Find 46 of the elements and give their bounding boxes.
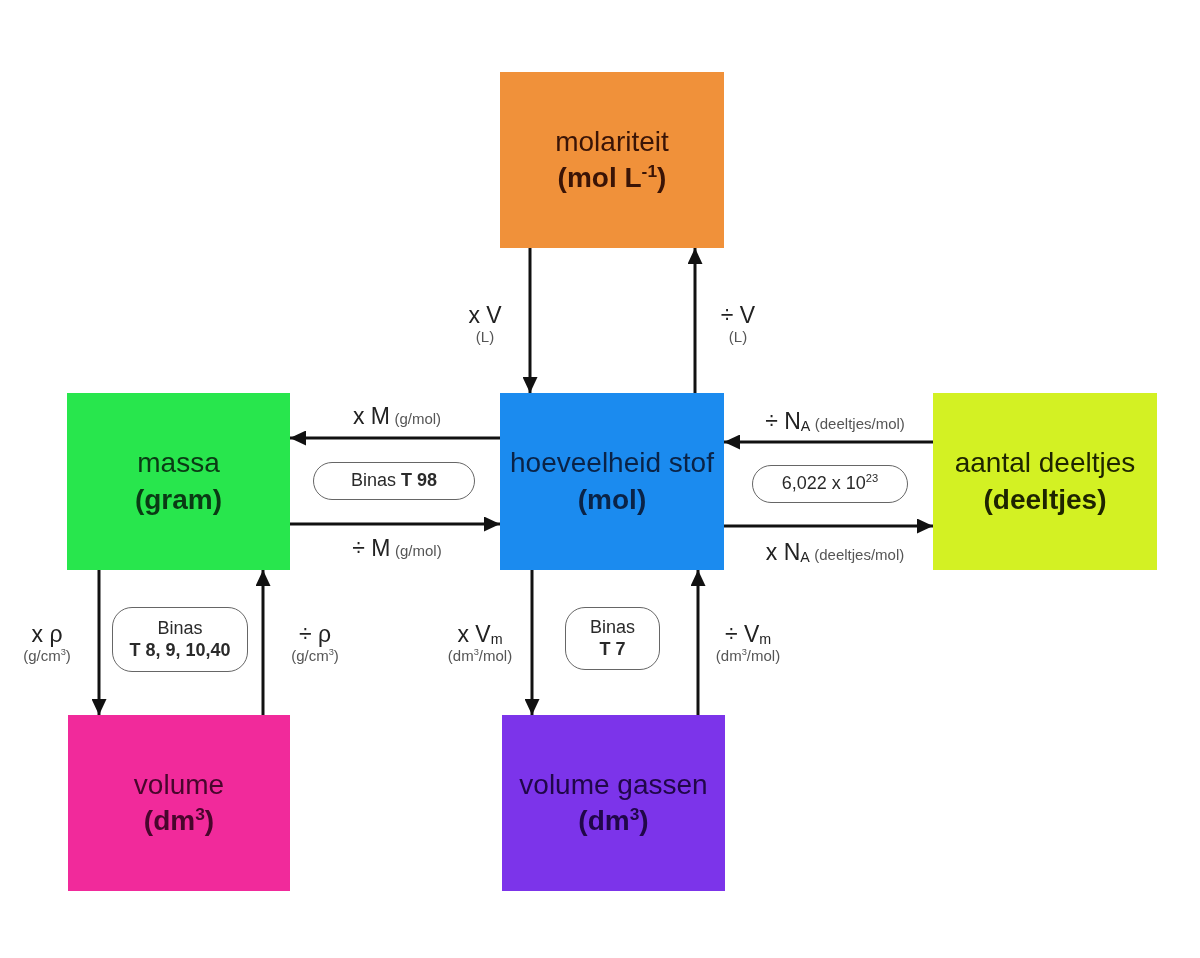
- quantity-name: volume: [133, 767, 225, 802]
- constant-value: 6,022 x 10$^{23}$: [781, 473, 879, 495]
- constant-tag: [752, 465, 908, 503]
- reference-tag: [565, 607, 660, 670]
- arrow: [524, 570, 540, 715]
- edge-label: x N$_{A}$ (deeltjes/mol): [765, 538, 905, 566]
- reference-text: Binas T 7: [589, 616, 636, 661]
- arrow: [690, 570, 706, 715]
- quantity-box: [933, 393, 1157, 570]
- edge-label: ÷ ρ (g/cm$^{3}$): [291, 620, 339, 666]
- quantity-name: molariteit: [555, 124, 669, 159]
- quantity-box: [67, 393, 290, 570]
- arrow: [687, 248, 703, 393]
- unit-label: (mol): [577, 482, 647, 517]
- edge-label: x M (g/mol): [352, 402, 442, 430]
- quantity-name: hoeveelheid stof: [510, 446, 714, 481]
- unit-label: (dm$^{3}$): [578, 803, 649, 838]
- edge-label: ÷ N$_{A}$ (deeltjes/mol): [765, 407, 905, 435]
- arrow: [522, 248, 538, 393]
- unit-label: (gram): [134, 482, 223, 517]
- quantity-name: massa: [137, 446, 220, 481]
- quantity-box: [502, 715, 725, 891]
- edge-label: x V$_{m}$ (dm$^{3}$/mol): [447, 620, 513, 666]
- unit-label: (dm$^{3}$): [143, 803, 215, 838]
- arrow: [255, 570, 271, 715]
- arrow: [724, 518, 933, 534]
- edge-label: x ρ (g/cm$^{3}$): [23, 620, 71, 666]
- quantity-box: [500, 72, 724, 248]
- quantity-name: volume gassen: [519, 767, 708, 802]
- edge-label: ÷ V$_{m}$ (dm$^{3}$/mol): [715, 620, 781, 666]
- edge-label: x V (L): [468, 301, 502, 347]
- reference-text: Binas T 8, 9, 10,40: [128, 617, 232, 662]
- edge-label: ÷ M (g/mol): [352, 534, 442, 562]
- arrow: [290, 516, 500, 532]
- reference-tag: [313, 462, 475, 500]
- arrow: [724, 434, 933, 450]
- arrow: [290, 430, 500, 446]
- reference-tag: [112, 607, 248, 672]
- arrow: [91, 570, 107, 715]
- quantity-name: aantal deeltjes: [954, 446, 1136, 481]
- reference-text: Binas T 98: [350, 470, 438, 492]
- unit-label: (deeltjes): [983, 482, 1107, 517]
- quantity-box: [500, 393, 724, 570]
- quantity-box: [68, 715, 290, 891]
- unit-label: (mol L$^{-1}$): [557, 160, 667, 195]
- edge-label: ÷ V (L): [720, 301, 756, 347]
